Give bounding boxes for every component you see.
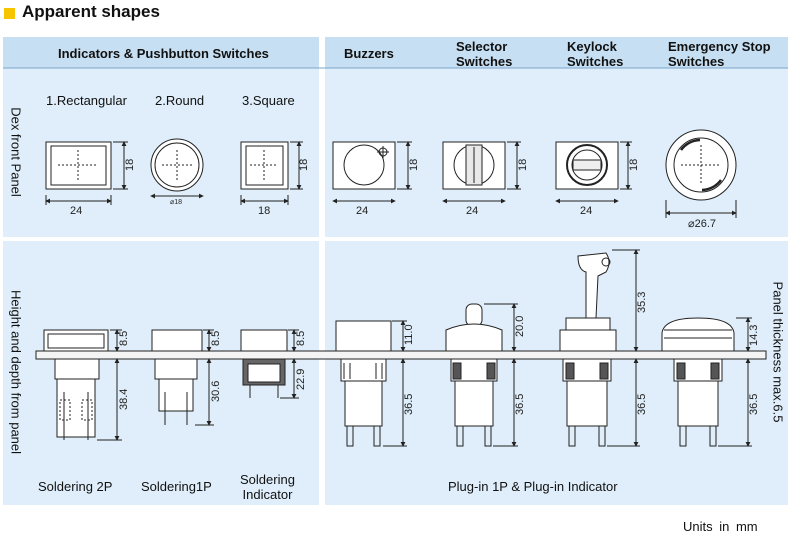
units-note: Units in mm	[683, 519, 758, 534]
front-selector	[442, 141, 521, 204]
header-emergency: Emergency Stop Switches	[668, 39, 771, 69]
dim-selector-width: 24	[466, 205, 478, 217]
header-keylock: Keylock Switches	[567, 39, 624, 69]
header-selector: Selector Switches	[456, 39, 513, 69]
front-emergency	[665, 129, 737, 218]
dim-buzzer-depth: 36.5	[403, 394, 415, 415]
dim-square-width: 18	[258, 205, 270, 217]
header-left-bg	[3, 37, 319, 68]
dim-emergency-top: 14.3	[748, 325, 760, 346]
label-plugin: Plug-in 1P & Plug-in Indicator	[448, 479, 618, 494]
dim-selector-top: 20.0	[514, 316, 526, 337]
side-selector	[445, 303, 518, 447]
dim-selector-depth: 36.5	[514, 394, 526, 415]
label-soldering-1p: Soldering1P	[141, 479, 212, 494]
front-keylock	[555, 141, 632, 204]
dim-soldind-depth: 22.9	[295, 369, 307, 390]
dim-emergency-dia: ⌀26.7	[688, 218, 716, 230]
dim-buzzer-top: 11.0	[403, 324, 415, 345]
dim-sold2p-depth: 38.4	[118, 389, 130, 410]
label-round: 2.Round	[155, 93, 205, 108]
header-buzzers: Buzzers	[344, 46, 394, 61]
front-buzzer	[332, 141, 412, 204]
dim-rect-width: 24	[70, 205, 82, 217]
header-indicators: Indicators & Pushbutton Switches	[58, 46, 269, 61]
dim-square-height: 18	[298, 159, 310, 171]
dim-keylock-width: 24	[580, 205, 592, 217]
label-soldering-indicator: Soldering Indicator	[240, 472, 295, 502]
page-title: Apparent shapes	[22, 2, 160, 21]
side-buzzer	[335, 320, 407, 447]
dim-round-dia: ⌀18	[170, 199, 182, 206]
dim-keylock-top: 35.3	[636, 292, 648, 313]
label-rectangular: 1.Rectangular	[46, 93, 127, 108]
dim-soldind-top: 8.5	[295, 331, 307, 346]
dim-selector-height: 18	[517, 159, 529, 171]
mounting-panel	[35, 350, 767, 360]
title-bullet	[4, 8, 15, 19]
side-soldering-2p	[43, 329, 122, 441]
dim-rect-height: 18	[124, 159, 136, 171]
dim-keylock-depth: 36.5	[636, 394, 648, 415]
front-square	[240, 141, 303, 205]
dim-buzzer-width: 24	[356, 205, 368, 217]
front-rectangular	[45, 141, 128, 205]
front-round	[150, 138, 204, 199]
header-right-bg	[325, 37, 788, 68]
dim-sold1p-top: 8.5	[210, 331, 222, 346]
dim-sold1p-depth: 30.6	[210, 381, 222, 402]
side-soldering-indicator	[240, 329, 299, 399]
panel-front-left	[3, 37, 319, 237]
side-soldering-1p	[151, 329, 214, 426]
label-soldering-2p: Soldering 2P	[38, 479, 113, 494]
side-keylock	[559, 249, 640, 447]
dim-sold2p-top: 8.5	[118, 331, 130, 346]
dim-keylock-height: 18	[628, 159, 640, 171]
label-square: 3.Square	[242, 93, 295, 108]
side-emergency	[661, 317, 752, 447]
dim-emergency-depth: 36.5	[748, 394, 760, 415]
dim-buzzer-height: 18	[408, 159, 420, 171]
